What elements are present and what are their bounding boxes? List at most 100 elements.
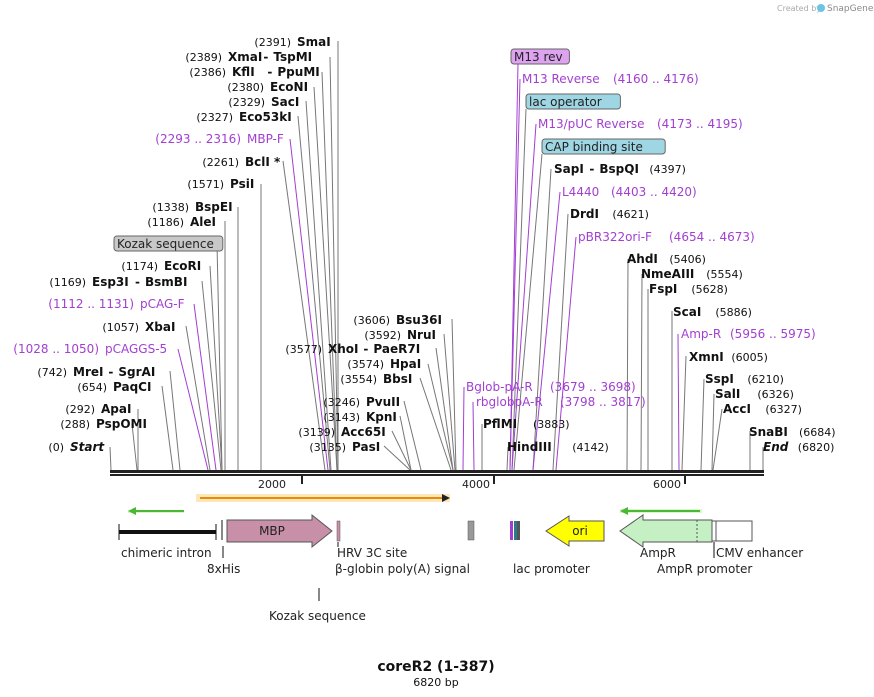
site-sapi-name2: BspQI	[599, 162, 639, 176]
ori-feature[interactable]: ori	[545, 515, 605, 547]
site-paqci-label[interactable]: PaqCI(654)	[77, 380, 151, 394]
ampr-label: AmpR	[640, 546, 676, 560]
site-kpni-label[interactable]: KpnI(3143)	[323, 410, 396, 424]
ori-label: ori	[572, 524, 588, 538]
site-mrei-name: MreI	[73, 365, 103, 379]
site-nrui-label[interactable]: NruI(3592)	[364, 328, 436, 342]
site-kpni-name: KpnI	[366, 410, 397, 424]
sequence-ruler: 2000 4000 6000	[110, 470, 764, 491]
site-hpai-label[interactable]: HpaI(3574)	[347, 357, 421, 371]
site-apai-label[interactable]: ApaI(292)	[65, 402, 131, 416]
site-pflmi-label[interactable]: PflMI(3883)	[483, 417, 570, 431]
green-arrow-right[interactable]	[620, 507, 702, 515]
site-l4440-name: L4440	[562, 185, 599, 199]
mbp-feature[interactable]: MBP	[226, 513, 333, 549]
site-kfli-separator: -	[267, 65, 272, 79]
cmv-enhancer-feature[interactable]	[715, 520, 753, 542]
site-rbglobpa-r-position: (3798 .. 3817)	[560, 395, 646, 409]
site-m13-reverse-label[interactable]: M13 Reverse(4160 .. 4176)	[522, 72, 699, 86]
site-hindiii-label[interactable]: HindIII(4142)	[507, 440, 609, 454]
chimeric-intron-feature[interactable]	[118, 524, 217, 540]
site-rbglobpa-r-label[interactable]: rbglobpA-R(3798 .. 3817)	[476, 395, 646, 409]
site-acc65i-label[interactable]: Acc65I(3139)	[298, 425, 385, 439]
site-bspei-label[interactable]: BspEI(1338)	[152, 200, 232, 214]
site-sali-position: (6326)	[757, 388, 794, 401]
site-sspi-position: (6210)	[747, 373, 784, 386]
map-length: 6820 bp	[413, 676, 458, 689]
site-end-label[interactable]: End(6820)	[763, 440, 834, 454]
site-nrui-name: NruI	[407, 328, 436, 342]
site-saci-label[interactable]: SacI(2329)	[228, 95, 299, 109]
site-mbp-f-label[interactable]: MBP-F(2293 .. 2316)	[155, 132, 284, 146]
green-arrow-left[interactable]	[128, 507, 184, 515]
site-econi-label[interactable]: EcoNI(2380)	[227, 80, 308, 94]
site-scai-label[interactable]: ScaI(5886)	[673, 305, 752, 319]
site-sali-label[interactable]: SalI(6326)	[715, 387, 794, 401]
site-fspi-label[interactable]: FspI(5628)	[649, 282, 728, 296]
site-start-name: Start	[70, 440, 105, 454]
site-pasi-label[interactable]: PasI(3135)	[309, 440, 380, 454]
orange-arrow[interactable]	[196, 494, 450, 502]
site-esp3i-label[interactable]: Esp3I-BsmBI(1169)	[49, 275, 187, 289]
site-drdi-label[interactable]: DrdI(4621)	[570, 207, 649, 221]
site-smai-label[interactable]: SmaI(2391)	[254, 35, 330, 49]
site-xhoi-separator: -	[363, 342, 368, 356]
hrv-3c-site-feature[interactable]	[336, 520, 341, 542]
site-xhoi-label[interactable]: XhoI-PaeR7I(3577)	[285, 342, 420, 356]
site-kfli-label[interactable]: KflI-PpuMI(2386)	[189, 65, 319, 79]
site-bcli-label[interactable]: BclI *(2261)	[202, 155, 281, 169]
ruler-tick-2000: 2000	[258, 478, 286, 491]
ampr-promoter-feature[interactable]	[711, 520, 717, 542]
site-l4440-label[interactable]: L4440(4403 .. 4420)	[562, 185, 697, 199]
site-m13-rev-label[interactable]: M13 rev	[510, 48, 570, 65]
site-sspi-label[interactable]: SspI(6210)	[705, 372, 784, 386]
site-pspomi-label[interactable]: PspOMI(288)	[60, 417, 147, 431]
site-bbsi-name: BbsI	[383, 372, 412, 386]
site-acci-label[interactable]: AccI(6327)	[723, 402, 802, 416]
site-eco53ki-label[interactable]: Eco53kI(2327)	[196, 110, 291, 124]
site-m13-rev-box	[510, 48, 570, 65]
site-fspi-position: (5628)	[691, 283, 728, 296]
site-psii-label[interactable]: PsiI(1571)	[187, 177, 254, 191]
site-bbsi-label[interactable]: BbsI(3554)	[340, 372, 412, 386]
site-xbai-label[interactable]: XbaI(1057)	[102, 320, 175, 334]
site-pcag-f-label[interactable]: pCAG-F(1112 .. 1131)	[48, 297, 184, 311]
site-snabi-label[interactable]: SnaBI(6684)	[749, 425, 836, 439]
site-bspei-name: BspEI	[195, 200, 233, 214]
site-pbr322ori-f-label[interactable]: pBR322ori-F(4654 .. 4673)	[578, 230, 755, 244]
site-pcaggs-5-label[interactable]: pCAGGS-5(1028 .. 1050)	[13, 342, 167, 356]
site-start-label[interactable]: Start(0)	[48, 440, 105, 454]
site-lac-operator-label[interactable]: lac operator	[525, 93, 621, 110]
site-m13-puc-reverse-label[interactable]: M13/pUC Reverse(4173 .. 4195)	[538, 117, 743, 131]
site-xmai-name: XmaI	[228, 50, 262, 64]
site-ecori-label[interactable]: EcoRI(1174)	[121, 259, 201, 273]
site-alei-label[interactable]: AleI(1186)	[147, 215, 216, 229]
site-esp3i-name2: BsmBI	[145, 275, 187, 289]
site-acci-name: AccI	[723, 402, 751, 416]
site-bglob-pa-r-label[interactable]: Bglob-pA-R(3679 .. 3698)	[466, 380, 636, 394]
site-xmni-label[interactable]: XmnI(6005)	[689, 350, 768, 364]
beta-globin-label: β-globin poly(A) signal	[335, 562, 470, 576]
site-nmeaiii-label[interactable]: NmeAIII(5554)	[641, 267, 743, 281]
site-cap-binding-site-label[interactable]: CAP binding site	[541, 138, 666, 155]
site-bsu36i-label[interactable]: Bsu36I(3606)	[353, 313, 442, 327]
site-mrei-label[interactable]: MreI-SgrAI(742)	[37, 365, 155, 379]
site-kozak-sequence-label[interactable]: Kozak sequence	[113, 235, 224, 252]
site-ahdi-label[interactable]: AhdI(5406)	[627, 252, 706, 266]
ampr-feature[interactable]	[619, 514, 713, 548]
site-drdi-name: DrdI	[570, 207, 599, 221]
site-bglob-pa-r-name: Bglob-pA-R	[466, 380, 533, 394]
site-xmai-label[interactable]: XmaI-TspMI(2389)	[185, 50, 312, 64]
site-pcaggs-5-position: (1028 .. 1050)	[13, 342, 99, 356]
site-amp-r-label[interactable]: Amp-R(5956 .. 5975)	[681, 327, 816, 341]
site-mbp-f-position: (2293 .. 2316)	[155, 132, 241, 146]
site-pbr322ori-f-position: (4654 .. 4673)	[669, 230, 755, 244]
site-amp-r-name: Amp-R	[681, 327, 721, 341]
hrv-label: HRV 3C site	[337, 546, 407, 560]
beta-globin-polya-feature[interactable]	[467, 520, 475, 541]
site-sapi-label[interactable]: SapI-BspQI(4397)	[554, 162, 686, 176]
site-pvuii-label[interactable]: PvuII(3246)	[323, 395, 400, 409]
site-saci-position: (2329)	[228, 96, 265, 109]
lac-region-feature[interactable]	[510, 521, 520, 540]
